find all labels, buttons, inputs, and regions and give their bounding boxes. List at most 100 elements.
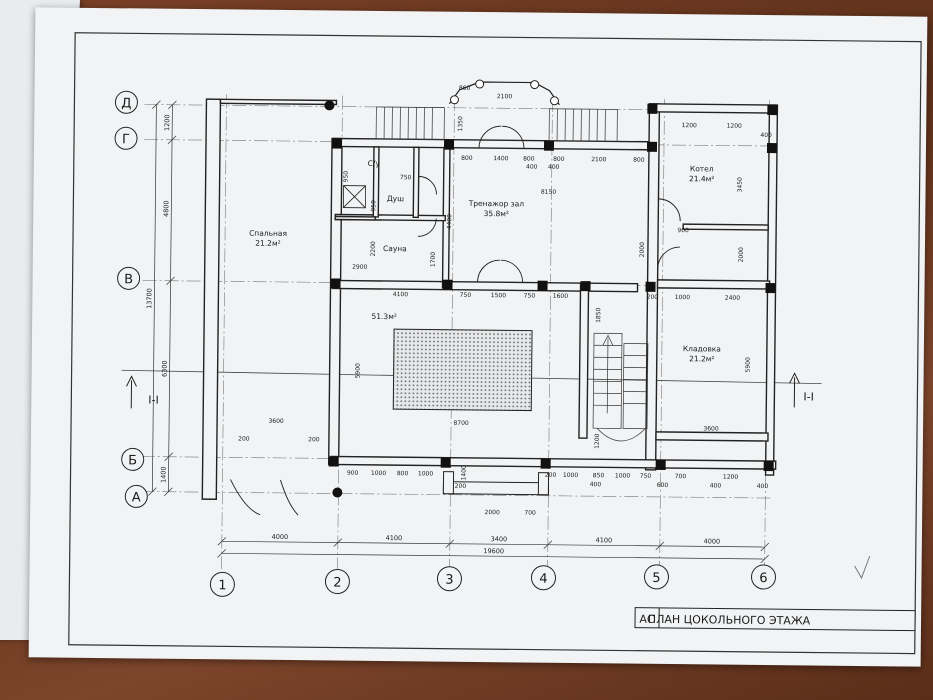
dim-3600-right: 3600: [703, 425, 719, 432]
axis-label-row-d: Д: [121, 96, 131, 111]
dim-700b: 700: [675, 473, 687, 480]
dim-4400: 4400: [446, 214, 453, 230]
dim-200c: 200: [647, 294, 659, 301]
axis-label-col-1: 1: [218, 578, 226, 593]
dim-200a: 200: [238, 435, 250, 442]
room-area-boiler: 21.4м²: [689, 174, 714, 183]
dim-200e: 200: [545, 472, 557, 479]
dim-3600-left: 3600: [268, 418, 284, 425]
dim-1000e: 1000: [615, 472, 631, 479]
dim-400f: 400: [757, 483, 769, 490]
dim-1700: 1700: [430, 252, 437, 268]
dim-top-2100: 2100: [591, 156, 607, 163]
dim-750d: 750: [400, 174, 412, 181]
room-area-storage: 21.2м²: [689, 354, 714, 363]
room-area-hall: 51.3м²: [371, 312, 396, 321]
dim-top-400b: 400: [548, 164, 560, 171]
title-block-code: АС: [639, 613, 655, 626]
dim-750c: 750: [640, 473, 652, 480]
dim-5900-right: 5900: [745, 357, 752, 373]
interior-staircase: [592, 332, 649, 442]
doors: [230, 125, 681, 516]
drawing-frame: [68, 32, 922, 655]
left-dimension-lines: [148, 100, 177, 496]
dim-700a: 700: [524, 509, 536, 516]
dim-span-5-6: 4000: [704, 537, 721, 545]
dim-span-3-4: 3400: [491, 535, 508, 543]
room-name-gym: Тренажор зал: [468, 199, 525, 209]
axis-label-col-3: 3: [445, 573, 453, 588]
dim-800e: 800: [397, 470, 409, 477]
dim-top-800c: 800: [553, 156, 565, 163]
floor-plan-drawing: Д Г В Б А 1 2 3 4 5 6 I-I I-I Спальная 2…: [68, 32, 922, 655]
dim-400d: 400: [590, 481, 602, 488]
shower-fixture: [342, 185, 366, 209]
dim-2900: 2900: [352, 264, 368, 271]
room-name-sauna: Сауна: [383, 244, 407, 253]
dim-4100: 4100: [393, 291, 409, 298]
dim-left-4: 1400: [159, 466, 167, 483]
room-area-gym: 35.8м²: [484, 209, 509, 218]
section-markers: [126, 372, 800, 409]
dim-950a: 950: [343, 171, 350, 183]
dim-left-2: 4800: [162, 200, 170, 217]
dim-span-2-3: 4100: [386, 534, 403, 542]
dim-top-bay: 2100: [497, 93, 513, 100]
dim-2000b: 2000: [738, 247, 745, 263]
outside-steps: [375, 106, 618, 142]
section-mark-left: I-I: [148, 394, 159, 407]
inner-dimensions: 8150 4100 750 1500 750 1600 1850 5900 87…: [238, 171, 769, 517]
axis-label-col-5: 5: [652, 571, 660, 586]
dim-8700: 8700: [453, 420, 469, 427]
dim-200b: 200: [308, 436, 320, 443]
hatched-area: [392, 328, 533, 412]
dim-1400b: 1400: [460, 465, 467, 481]
dim-950b: 950: [370, 200, 377, 212]
dim-top-800d: 800: [633, 157, 645, 164]
axis-label-col-2: 2: [333, 575, 341, 590]
dim-1200c: 1200: [723, 474, 739, 481]
room-area-bedroom: 21.2м²: [255, 239, 280, 248]
dim-1000b: 1000: [371, 470, 387, 477]
dim-top-400a: 400: [526, 163, 538, 170]
dim-1000a: 1000: [675, 294, 691, 301]
axis-label-row-b: Б: [128, 453, 137, 468]
dim-1200d: 1200: [594, 433, 601, 449]
room-name-shower: Душ: [387, 194, 404, 203]
title-block: АС ПЛАН ЦОКОЛЬНОГО ЭТАЖА: [634, 607, 916, 632]
dim-span-1-2: 4000: [272, 533, 289, 541]
dim-2200: 2200: [370, 241, 377, 257]
bottom-dimension-lines: [217, 537, 770, 564]
dim-top-400c: 400: [760, 132, 772, 139]
dim-850: 850: [593, 472, 605, 479]
bay-window: [448, 81, 560, 106]
title-block-title: ПЛАН ЦОКОЛЬНОГО ЭТАЖА: [648, 613, 811, 628]
room-name-boiler: Котел: [690, 164, 714, 173]
dim-5900-left: 5900: [355, 363, 362, 379]
dim-top-1200a: 1200: [682, 122, 698, 129]
dim-2000a: 2000: [639, 242, 646, 258]
dim-top-1400: 1400: [493, 155, 509, 162]
axis-label-row-a: А: [132, 490, 141, 505]
axis-bubbles: [114, 90, 777, 597]
dim-1500: 1500: [491, 292, 507, 299]
dim-900a: 900: [677, 227, 689, 234]
axis-label-col-4: 4: [539, 572, 547, 587]
axis-label-row-g: Г: [122, 132, 130, 147]
dim-2400: 2400: [725, 295, 741, 302]
dim-top-800b: 800: [523, 155, 535, 162]
dim-total-depth: 13700: [145, 288, 153, 309]
dim-600: 600: [657, 482, 669, 489]
dim-8150: 8150: [541, 189, 557, 196]
dim-1000c: 1000: [418, 470, 434, 477]
dim-top-800a: 800: [461, 155, 473, 162]
dim-1000d: 1000: [563, 472, 579, 479]
room-name-storage: Кладовка: [683, 344, 721, 353]
dim-top-1200b: 1200: [727, 123, 743, 130]
dim-span-4-5: 4100: [596, 536, 613, 544]
dim-750b: 750: [524, 292, 536, 299]
dim-750a: 750: [460, 292, 472, 299]
walls: [201, 98, 779, 500]
dim-400e: 400: [710, 482, 722, 489]
dim-900b: 900: [347, 470, 359, 477]
